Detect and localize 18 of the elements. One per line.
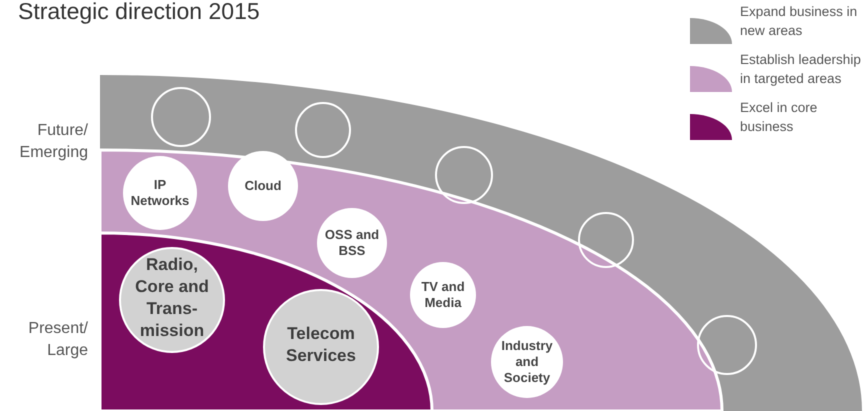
circle-label: TV and Media	[420, 279, 466, 311]
legend-text: Establish leadership in targeted areas	[740, 51, 862, 88]
circle-label: Radio, Core and Trans- mission	[134, 254, 210, 342]
empty-circle	[295, 102, 351, 158]
empty-circle	[697, 315, 757, 375]
circle-label: Telecom Services	[285, 323, 357, 367]
empty-circle	[435, 146, 493, 204]
circle-label: Industry and Society	[500, 338, 554, 386]
title: Strategic direction 2015	[18, 0, 260, 25]
legend-text: Excel in core business	[740, 99, 818, 136]
circle-label: Cloud	[244, 178, 282, 194]
circle-label: OSS and BSS	[324, 227, 380, 259]
empty-circle	[578, 212, 634, 268]
axis-label: Future/ Emerging	[18, 121, 88, 163]
legend-text: Expand business in new areas	[740, 3, 858, 40]
empty-circle	[151, 87, 211, 147]
circle-label: IP Networks	[130, 177, 190, 209]
axis-label: Present/ Large	[27, 319, 88, 361]
